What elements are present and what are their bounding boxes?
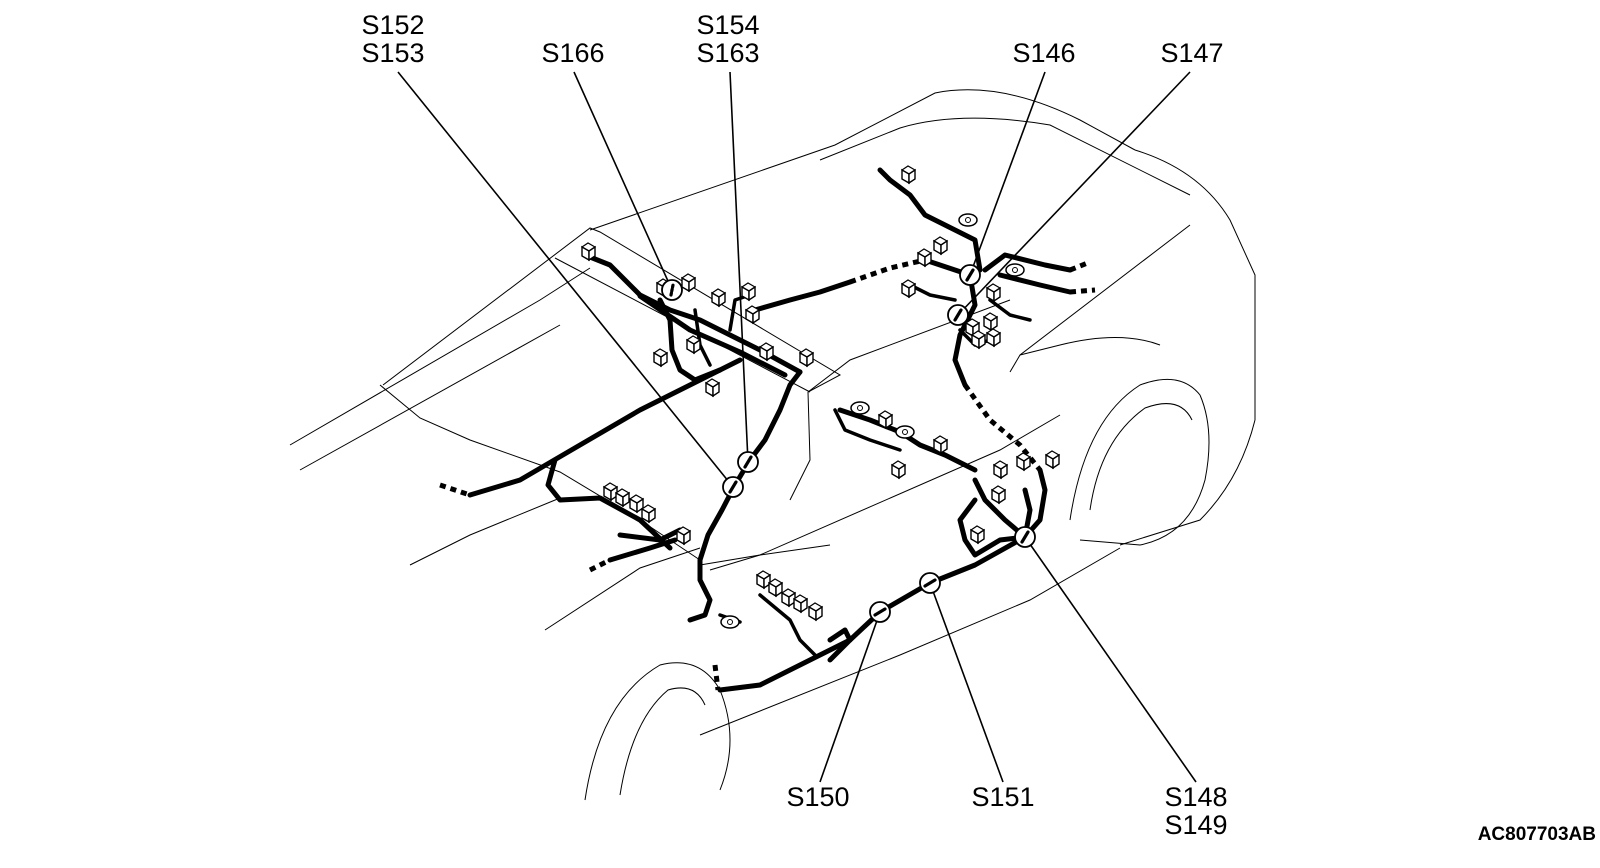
connector-block	[932, 236, 949, 256]
label-s154: S154	[696, 10, 759, 40]
label-s149: S149	[1164, 810, 1227, 840]
connector-block	[932, 435, 949, 455]
connector-block	[900, 279, 917, 299]
splice-marker-s151	[919, 572, 941, 594]
connector-block	[780, 588, 797, 608]
splice-marker-s148	[1014, 526, 1036, 548]
connector-block	[916, 248, 933, 268]
leader-s146	[969, 71, 1046, 276]
leader-s150	[819, 611, 881, 783]
connector-block	[767, 578, 784, 598]
splice-marker-s150	[869, 601, 891, 623]
ground-terminal	[958, 213, 978, 227]
connector-block	[798, 348, 815, 368]
connector-block	[755, 570, 772, 590]
ground-terminal	[1005, 263, 1025, 277]
connector-block	[890, 460, 907, 480]
connector-block	[982, 312, 999, 332]
label-s166: S166	[541, 38, 604, 68]
connector-block	[640, 504, 657, 524]
connector-block	[985, 283, 1002, 303]
leader-lines	[397, 71, 1197, 783]
connector-block	[602, 482, 619, 502]
vehicle-body-outline	[289, 89, 1256, 801]
label-s148: S148	[1164, 782, 1227, 812]
connector-block	[792, 594, 809, 614]
connector-block	[758, 342, 775, 362]
connector-block	[614, 488, 631, 508]
label-s152: S152	[361, 10, 424, 40]
label-s150: S150	[786, 782, 849, 812]
splice-marker-s146	[959, 264, 981, 286]
connector-block	[1044, 450, 1061, 470]
connector-block	[652, 348, 669, 368]
connector-block	[675, 526, 692, 546]
label-s146: S146	[1012, 38, 1075, 68]
figure-code: AC807703AB	[1478, 824, 1596, 845]
splice-marker-s154	[737, 451, 759, 473]
leader-s147	[957, 71, 1191, 316]
connector-block	[1015, 452, 1032, 472]
leader-s166	[573, 71, 673, 291]
leader-s148	[1024, 536, 1197, 783]
splice-markers	[661, 264, 1036, 623]
ground-terminal	[720, 615, 740, 629]
connector-block	[985, 328, 1002, 348]
splice-labels: S152 S153 S166 S154 S163 S146 S147 S150 …	[361, 10, 1596, 845]
connector-block	[900, 165, 917, 185]
connector-block	[969, 525, 986, 545]
wiring-harness	[439, 167, 1096, 693]
connector-block	[628, 494, 645, 514]
connector-block	[970, 330, 987, 350]
connectors	[580, 165, 1061, 629]
label-s153: S153	[361, 38, 424, 68]
splice-marker-s147	[947, 304, 969, 326]
connector-block	[992, 460, 1009, 480]
label-s147: S147	[1160, 38, 1223, 68]
label-s163: S163	[696, 38, 759, 68]
splice-marker-s152	[722, 476, 744, 498]
connector-block	[877, 410, 894, 430]
leader-s151	[929, 582, 1004, 783]
ground-terminal	[850, 401, 870, 415]
connector-block	[744, 305, 761, 325]
leader-s154	[729, 71, 749, 463]
connector-block	[685, 335, 702, 355]
connector-block	[580, 242, 597, 262]
splice-marker-s166	[661, 279, 683, 301]
connector-block	[704, 378, 721, 398]
leader-s152	[397, 71, 734, 488]
label-s151: S151	[971, 782, 1034, 812]
connector-block	[710, 288, 727, 308]
ground-terminal	[895, 425, 915, 439]
connector-block	[740, 282, 757, 302]
connector-block	[990, 485, 1007, 505]
connector-block	[807, 602, 824, 622]
connector-block	[680, 273, 697, 293]
